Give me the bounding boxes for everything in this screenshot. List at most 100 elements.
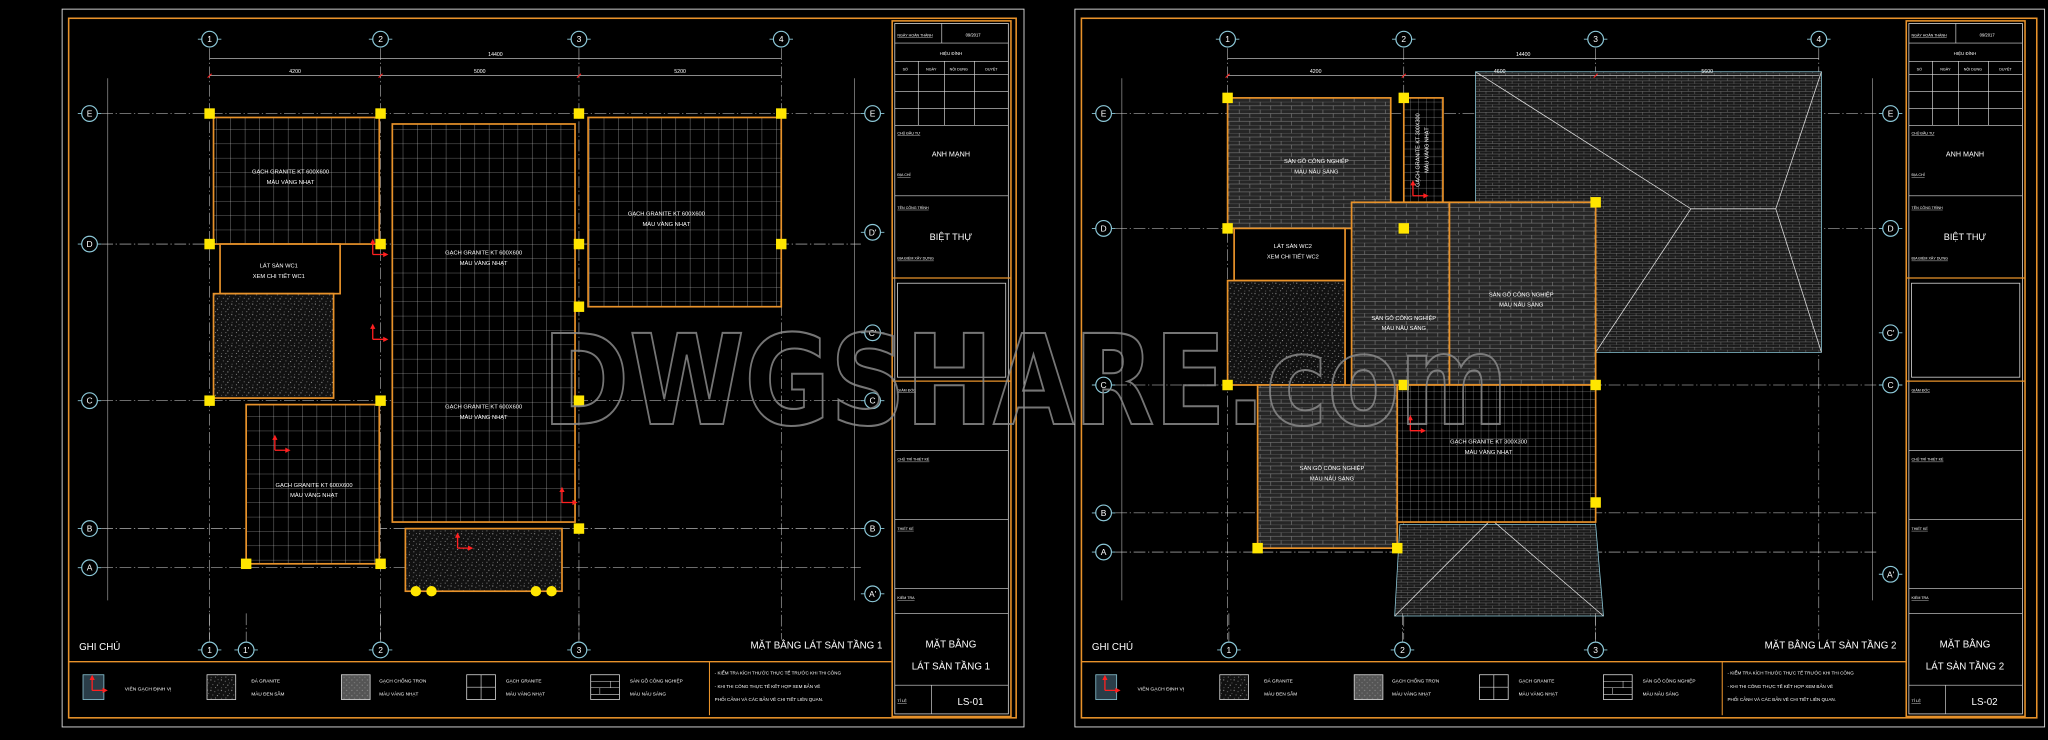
room-color-text: MÀU VÀNG NHẠT [460,414,508,421]
dimension-span: 5200 [674,69,686,75]
grid-bubble-label: A [87,563,93,573]
address-label: ĐỊA CHỈ [1911,172,1924,177]
room-finish-text: SÀN GỖ CÔNG NGHIỆP [1371,314,1436,322]
floor-area[interactable] [587,116,783,308]
owner-label: CHỦ ĐẦU TƯ [1911,130,1934,135]
grid-bubble-top: 1 [197,30,222,48]
floor-area[interactable] [1396,384,1597,523]
column [573,108,585,119]
layout-origin-marker-icon [559,486,578,506]
column [375,108,386,119]
room-color-text: MÀU NÂU SÁNG [1499,302,1544,309]
general-note: - KHI THI CÔNG THỰC TẾ KẾT HỢP XEM BẢN V… [1727,683,1833,689]
floor-area[interactable] [245,403,381,565]
legend-sublabel: MÀU NÂU SÁNG [630,691,667,697]
grid-bubble-top: 4 [769,30,793,48]
layout-origin-marker-icon [89,674,108,694]
drawing-title: MẶT BẰNG [1940,639,1991,650]
grid-bubble-right: C [860,392,885,410]
room-finish-text: GẠCH GRANITE KT 600X600 [276,483,353,489]
room-finish-text: GẠCH GRANITE KT 300X300 [1415,113,1421,186]
grid-bubble-top: 3 [1583,30,1608,48]
legend-label: GẠCH CHỐNG TRƠN [379,678,426,684]
layout-origin-arrow-icon [82,674,105,700]
grid-bubble-right: C [1878,376,1903,394]
layout-origin-marker-icon [370,323,389,342]
wood-floor-swatch [590,674,620,700]
column [1222,223,1233,234]
grid-bubble-label: D [86,239,92,249]
floor-area[interactable] [1402,97,1444,204]
legend-sublabel: MÀU VÀNG NHẠT [379,691,418,697]
grid-bubble-bottom: 1 [197,641,222,659]
signature-label: CHỦ TRÌ THIẾT KẾ [1911,457,1944,462]
grid-bubble-left: E [77,105,102,122]
signature-label: GIÁM ĐỐC [1911,388,1930,393]
completion-label: NGÀY HOÀN THÀNH [897,34,933,38]
floor-area[interactable] [404,527,563,593]
general-note: - KIỂM TRA KÍCH THƯỚC THỰC TẾ TRƯỚC KHI … [715,670,842,676]
column [573,301,585,312]
project-label: TÊN CÔNG TRÌNH [897,205,929,210]
legend-sublabel: MÀU VÀNG NHẠT [1392,691,1431,697]
porch-column [426,585,437,597]
room-color-text: MÀU VÀNG NHẠT [267,179,315,186]
room-finish-text: GẠCH GRANITE KT 600X600 [445,250,522,256]
legend-label: GẠCH GRANITE [506,679,542,684]
grid-bubble-label: C [1888,380,1894,390]
grid-bubble-label: 4 [779,34,784,44]
dimension-span: 4200 [1310,69,1322,75]
grid-bubble-label: C [870,396,876,406]
porch-column [410,585,422,597]
column [573,238,585,250]
legend-label: ĐÁ GRANITE [251,678,280,684]
grid-bubble-bottom: 2 [368,641,393,659]
column [1222,379,1233,391]
completion-label: NGÀY HOÀN THÀNH [1911,34,1947,38]
dimension-span: 5600 [1701,69,1713,75]
column [375,395,386,406]
grid-bubble-bottom: 2 [1390,641,1415,659]
grid-bubble-right: E [860,105,885,122]
floor-area[interactable] [1233,227,1346,282]
anti-slip-tile-swatch [341,674,371,700]
floor-area[interactable] [391,123,576,523]
grid-bubble-label: A' [1887,569,1895,579]
granite-tile-grid-swatch [1479,674,1509,700]
grid-bubble-label: E [870,109,876,119]
anti-slip-tile-swatch [1353,674,1384,700]
grid-bubble-left: B [77,520,102,537]
grid-bubble-label: 3 [577,645,582,655]
room-finish-text: GẠCH GRANITE KT 600X600 [445,405,522,411]
layout-origin-marker-icon [1407,415,1426,434]
floor-area[interactable] [212,292,335,399]
column [573,523,585,534]
sheet-number: LS-02 [1972,697,1998,708]
grid-bubble-bottom: 1' [234,641,258,659]
grid-bubble-label: 2 [1400,645,1405,655]
layout-origin-marker-icon [370,238,389,258]
legend-sublabel: MÀU VÀNG NHẠT [1519,691,1558,697]
signature-label: KIỂM TRA [1911,595,1929,600]
floor-area[interactable] [1226,279,1346,386]
grid-bubble-label: B [1101,508,1107,518]
drawing-title: LÁT SÀN TẦNG 1 [912,662,990,673]
revision-column-header: NỘI DUNG [1964,66,1982,71]
dimension-total: 14400 [1516,52,1531,58]
column [573,395,585,406]
room-finish-text: GẠCH GRANITE KT 600X600 [252,170,329,176]
